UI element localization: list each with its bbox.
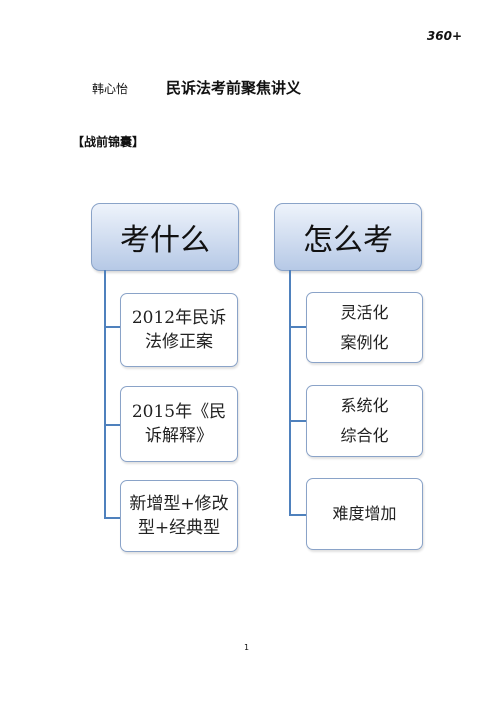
right-item-box: 系统化 综合化	[306, 385, 423, 457]
right-heading-box: 怎么考	[274, 203, 422, 271]
left-item-label: 2012年民诉 法修正案	[131, 308, 227, 352]
left-item-box: 2012年民诉 法修正案	[120, 293, 238, 367]
left-heading-text: 考什么	[120, 223, 210, 258]
left-item-box: 2015年《民 诉解释》	[120, 386, 238, 462]
left-connector-trunk	[104, 270, 106, 519]
right-item-box: 灵活化 案例化	[306, 292, 423, 363]
left-connector-branch	[104, 424, 120, 426]
right-item-label: 难度增加	[332, 504, 397, 523]
right-connector-trunk	[289, 270, 291, 516]
left-connector-branch	[104, 517, 120, 519]
document-title: 民诉法考前聚焦讲义	[166, 79, 302, 97]
right-item-box: 难度增加	[306, 478, 423, 550]
right-connector-branch	[289, 326, 306, 328]
right-heading-text: 怎么考	[303, 223, 393, 258]
author-name: 韩心怡	[92, 82, 129, 96]
right-connector-branch	[289, 514, 306, 516]
left-item-label: 2015年《民 诉解释》	[131, 402, 227, 446]
left-item-label: 新增型+修改 型+经典型	[129, 494, 229, 538]
page-number: 1	[244, 643, 250, 652]
left-connector-branch	[104, 326, 120, 328]
right-item-label: 系统化 综合化	[340, 396, 389, 445]
right-connector-branch	[289, 420, 306, 422]
left-item-box: 新增型+修改 型+经典型	[120, 480, 238, 552]
section-label: 【战前锦囊】	[72, 135, 145, 149]
corner-mark: 360+	[426, 29, 462, 43]
left-heading-box: 考什么	[91, 203, 239, 271]
right-item-label: 灵活化 案例化	[340, 302, 389, 352]
